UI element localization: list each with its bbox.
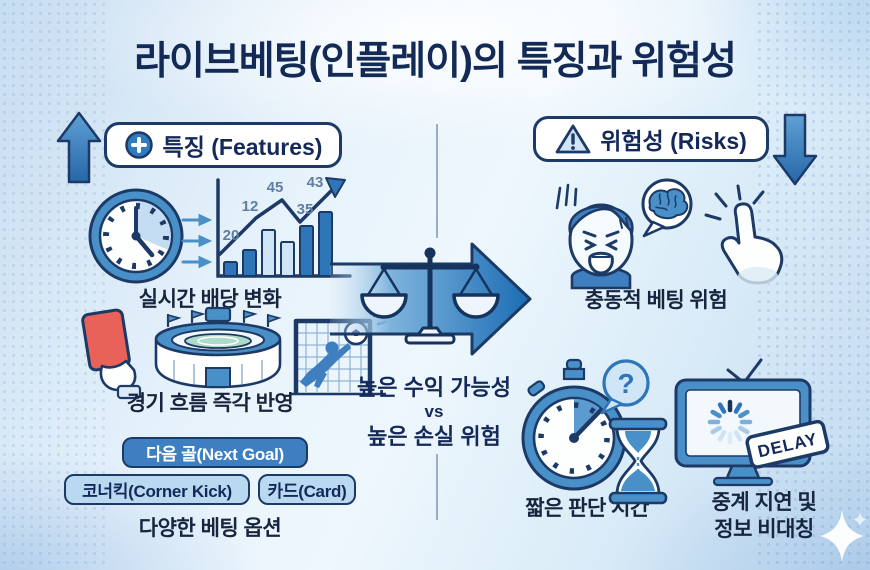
- question-mark: ?: [617, 368, 634, 399]
- odds-value: 43: [307, 174, 324, 191]
- odds-value: 45: [267, 179, 284, 196]
- up-arrow-icon: [56, 111, 102, 184]
- odds-value: 12: [242, 198, 259, 215]
- risk-label-impulsive: 충동적 베팅 위험: [584, 289, 728, 312]
- feature-label-flow: 경기 흐름 즉각 반영: [126, 392, 294, 415]
- hourglass-icon: [608, 417, 668, 505]
- down-arrow-icon: [772, 113, 818, 186]
- betting-option-corner-kick: 코너킥(Corner Kick): [64, 474, 250, 505]
- stressed-face-icon: [555, 183, 634, 290]
- risk-label-delay: 중계 지연 및 정보 비대칭: [711, 491, 817, 541]
- feature-label-odds: 실시간 배당 변화: [138, 288, 282, 311]
- loss-text: 높은 손실 위험: [367, 424, 501, 449]
- profit-text: 높은 수익 가능성: [357, 375, 511, 400]
- features-header-label: 특징 (Features): [162, 134, 323, 160]
- risks-header-pill: 위험성 (Risks): [533, 116, 769, 162]
- features-header-pill: 특징 (Features): [104, 122, 342, 168]
- transfer-arrows-icon: [181, 213, 213, 269]
- warning-triangle-icon: [555, 124, 591, 154]
- page-title: 라이브베팅(인플레이)의 특징과 위험성: [134, 40, 737, 83]
- delay-stamp: DELAY: [745, 419, 830, 469]
- betting-option-card: 카드(Card): [258, 474, 356, 505]
- odds-value: 20: [223, 227, 240, 244]
- risks-header-label: 위험성 (Risks): [600, 128, 747, 154]
- comparison-arrow: [330, 242, 532, 356]
- tv-delay-icon: DELAY: [674, 358, 830, 487]
- comparison-text: 높은 수익 가능성 vs 높은 손실 위험: [320, 374, 548, 450]
- odds-chart-icon: 20 12 45 35 43: [216, 174, 352, 278]
- balance-scale-icon: [360, 247, 500, 345]
- clock-icon: [88, 188, 184, 284]
- click-hand-icon: [704, 184, 784, 285]
- stadium-icon: [154, 306, 282, 389]
- center-divider-top: [436, 124, 438, 238]
- sparkle-icon: [820, 510, 867, 562]
- plus-circle-icon: [124, 131, 153, 159]
- brain-bubble-icon: [641, 178, 693, 238]
- loading-spinner-icon: [707, 399, 753, 445]
- red-card-icon: [81, 308, 142, 400]
- vs-text: vs: [424, 402, 444, 421]
- betting-option-next-goal: 다음 골(Next Goal): [122, 437, 308, 468]
- odds-value: 35: [297, 201, 314, 218]
- question-bubble-icon: ?: [600, 359, 650, 415]
- feature-label-options: 다양한 베팅 옵션: [138, 517, 282, 540]
- center-divider-bottom: [436, 454, 438, 520]
